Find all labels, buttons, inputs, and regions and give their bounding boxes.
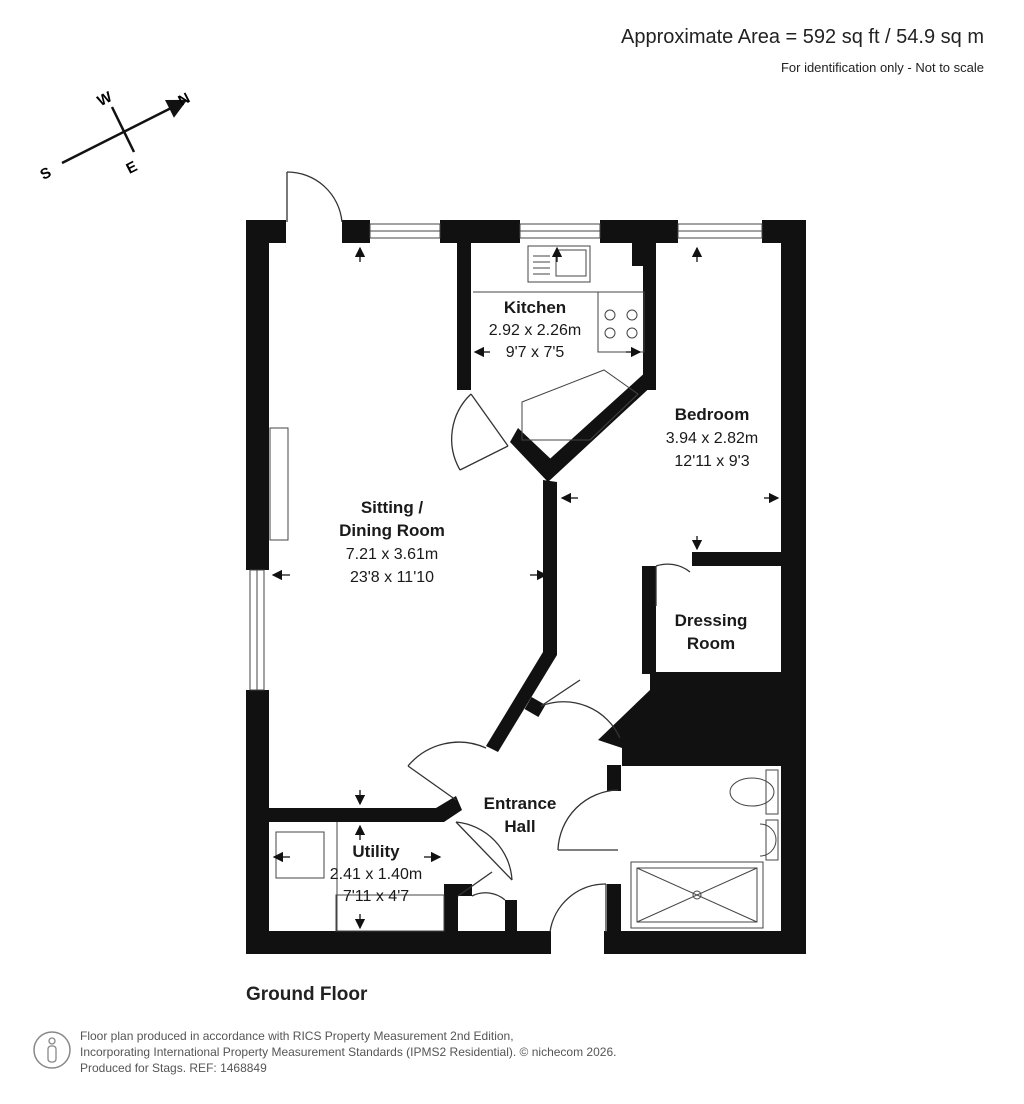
entrance-name-2: Hall <box>504 817 535 836</box>
bedroom-metric: 3.94 x 2.82m <box>666 430 759 447</box>
entrance-name-1: Entrance <box>484 794 557 813</box>
kitchen-metric: 2.92 x 2.26m <box>489 322 582 339</box>
utility-name: Utility <box>352 842 400 861</box>
utility-metric: 2.41 x 1.40m <box>330 866 423 883</box>
compass-s: S <box>37 164 54 184</box>
footer-line-2: Incorporating International Property Mea… <box>80 1045 617 1059</box>
approximate-area: Approximate Area = 592 sq ft / 54.9 sq m <box>621 26 984 48</box>
dimension-arrows <box>271 246 780 930</box>
sitting-name-2: Dining Room <box>339 521 445 540</box>
bedroom-name: Bedroom <box>675 405 750 424</box>
kitchen-name: Kitchen <box>504 298 566 317</box>
person-icon <box>33 1031 71 1069</box>
scale-note: For identification only - Not to scale <box>780 60 984 75</box>
bedroom-imperial: 12'11 x 9'3 <box>674 453 749 470</box>
sitting-metric: 7.21 x 3.61m <box>346 546 439 563</box>
kitchen-imperial: 9'7 x 7'5 <box>506 344 565 361</box>
utility-fittings <box>275 822 445 932</box>
compass-icon: W N S E <box>37 88 192 184</box>
kitchen-fittings <box>473 245 645 441</box>
footer-line-1: Floor plan produced in accordance with R… <box>80 1029 514 1043</box>
dressing-name-2: Room <box>687 634 735 653</box>
compass-e: E <box>123 158 140 178</box>
sitting-name-1: Sitting / <box>361 498 424 517</box>
utility-imperial: 7'11 x 4'7 <box>343 888 409 905</box>
dressing-name-1: Dressing <box>675 611 748 630</box>
doors <box>286 171 691 933</box>
floor-label: Ground Floor <box>246 984 368 1005</box>
windows <box>249 223 763 691</box>
bathroom-fittings <box>630 769 779 929</box>
compass-n: N <box>175 90 192 110</box>
footer-line-3: Produced for Stags. REF: 1468849 <box>80 1061 267 1075</box>
walls <box>246 220 806 954</box>
sitting-imperial: 23'8 x 11'10 <box>350 569 434 586</box>
room-labels: Kitchen 2.92 x 2.26m 9'7 x 7'5 Bedroom 3… <box>330 298 759 905</box>
footer-credits: Floor plan produced in accordance with R… <box>80 1028 616 1076</box>
